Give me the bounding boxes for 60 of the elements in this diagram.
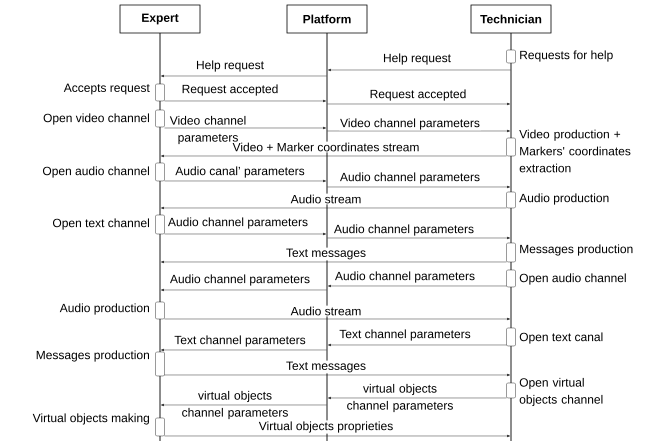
step-label: Audio production: [60, 303, 149, 315]
message-arrow: [160, 404, 327, 406]
message-arrow: [164, 318, 510, 320]
message-arrow: [164, 232, 326, 236]
message-arrow: [327, 130, 510, 132]
step-label: Open audio channel: [520, 273, 626, 285]
message-label: Request accepted: [368, 88, 468, 102]
step-label: Open video channel: [44, 113, 149, 125]
message-arrow: [164, 180, 326, 182]
message-arrow: [164, 100, 326, 102]
message-label: Help request: [194, 59, 266, 73]
step-label: Requests for help: [520, 50, 613, 62]
message-arrow: [164, 374, 510, 376]
message-label: Audio canal’ parameters: [174, 165, 306, 179]
participant-box: Technician: [470, 4, 552, 34]
message-arrow: [160, 206, 507, 210]
message-label: Audio channel parameters: [332, 223, 476, 237]
message-arrow: [328, 344, 507, 346]
message-label: Audio channel parameters: [334, 270, 476, 284]
message-label: Video channel parameters: [339, 117, 481, 131]
message-arrow: [328, 396, 507, 400]
step-label: Open text canal: [520, 332, 602, 344]
message-label: Audio stream: [290, 194, 362, 204]
message-label: Text channel parameters: [338, 328, 472, 342]
message-label: Audio channel parameters: [168, 273, 312, 287]
step-label: Open virtual objects channel: [520, 378, 602, 406]
participant-box: Platform: [286, 4, 368, 34]
message-label: Audio channel parameters: [166, 216, 310, 230]
message-arrow: [327, 102, 510, 106]
participant-box: Expert: [120, 4, 200, 34]
message-label: Audio stream: [290, 306, 362, 316]
message-arrow: [327, 236, 510, 240]
message-arrow: [164, 126, 326, 130]
step-label: Messages production: [36, 350, 149, 362]
message-arrow: [160, 154, 507, 158]
message-arrow: [160, 348, 327, 352]
step-label: Open audio channel: [42, 166, 149, 178]
message-label: Request accepted: [180, 83, 280, 97]
message-label: Video + Marker coordinates stream: [232, 142, 420, 152]
step-label: Audio production: [519, 193, 608, 205]
message-arrow: [160, 288, 327, 292]
message-arrow: [328, 284, 507, 288]
step-label: Open text channel: [52, 218, 149, 230]
message-arrow: [160, 260, 507, 264]
message-arrow: [160, 74, 327, 78]
message-label: Text messages: [285, 248, 368, 260]
step-label: Virtual objects making: [32, 413, 149, 425]
message-label: virtual objects channel parameters: [182, 390, 288, 420]
message-arrow: [164, 434, 510, 438]
message-label: Text messages: [285, 360, 368, 374]
message-arrow: [327, 186, 510, 188]
step-label: Video production + Markers' coordinates extraction: [519, 130, 630, 172]
message-arrow: [328, 68, 511, 72]
message-label: Audio channel parameters: [338, 171, 482, 185]
message-label: Help request: [382, 52, 452, 66]
step-label: Accepts request: [64, 84, 150, 94]
message-label: Virtual objects proprieties: [258, 420, 394, 434]
message-label: virtual objects channel parameters: [347, 384, 453, 412]
message-label: Text channel parameters: [173, 334, 307, 348]
step-label: Messages production: [520, 244, 632, 256]
